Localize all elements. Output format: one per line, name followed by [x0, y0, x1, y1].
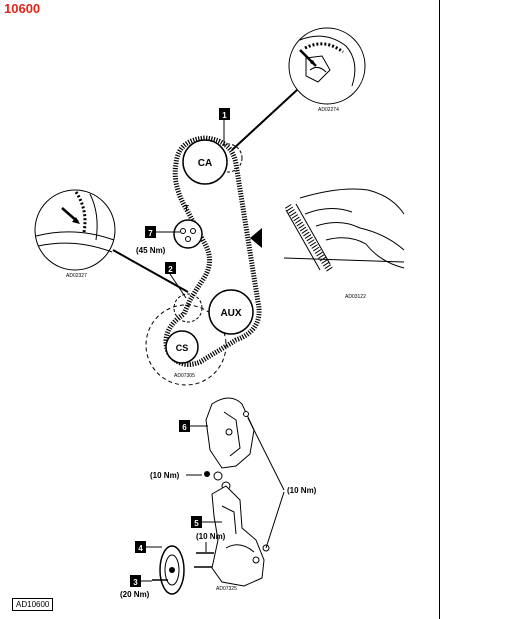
svg-text:6: 6	[182, 423, 187, 432]
torque-bracket-upper: (10 Nm)	[150, 471, 180, 480]
figure-code-bracket: AD07325	[216, 586, 237, 592]
belt-layout: CA T AUX CS AD07305	[145, 135, 262, 386]
crankshaft-label: CS	[176, 343, 189, 353]
figure-code-belt: AD03122	[345, 294, 366, 300]
callout-2: 2	[165, 262, 187, 299]
detail-circle-top: AD02274	[288, 27, 366, 113]
crankshaft-pulley	[152, 545, 185, 595]
svg-text:1: 1	[222, 111, 227, 120]
callout-1: 1	[219, 108, 230, 146]
svg-text:2: 2	[168, 265, 173, 274]
callout-5: 5	[191, 516, 222, 528]
svg-text:5: 5	[194, 519, 199, 528]
belt-detail-illustration: AD03122	[283, 188, 405, 300]
timing-cover-bracket	[204, 397, 255, 491]
svg-text:3: 3	[133, 578, 138, 587]
callout-4: 4	[135, 541, 162, 553]
engine-mount-bracket: AD07325	[194, 485, 270, 592]
reference-code: AD10600	[12, 598, 54, 611]
page-border	[439, 0, 440, 619]
figure-code-top: AD02274	[318, 107, 339, 113]
svg-text:7: 7	[148, 229, 153, 238]
callout-7: 7 (45 Nm)	[136, 226, 180, 255]
torque-bracket-side: (10 Nm)	[287, 486, 317, 495]
callout-3: 3 (20 Nm)	[120, 575, 152, 599]
svg-text:4: 4	[138, 544, 143, 553]
aux-label: AUX	[220, 308, 241, 319]
page-title: 10600	[4, 1, 41, 16]
rotation-arrow-icon	[250, 228, 262, 248]
figure-code-main: AD07305	[174, 373, 195, 379]
camshaft-label: CA	[198, 158, 212, 169]
torque-bracket-lower: (10 Nm)	[196, 532, 226, 541]
torque-tensioner: (45 Nm)	[136, 246, 166, 255]
figure-code-left: AD02327	[66, 273, 87, 279]
tensioner-label: T	[184, 204, 189, 213]
detail-circle-left: AD02327	[34, 189, 116, 279]
torque-pulley: (20 Nm)	[120, 590, 150, 599]
callout-6: 6	[179, 420, 208, 432]
